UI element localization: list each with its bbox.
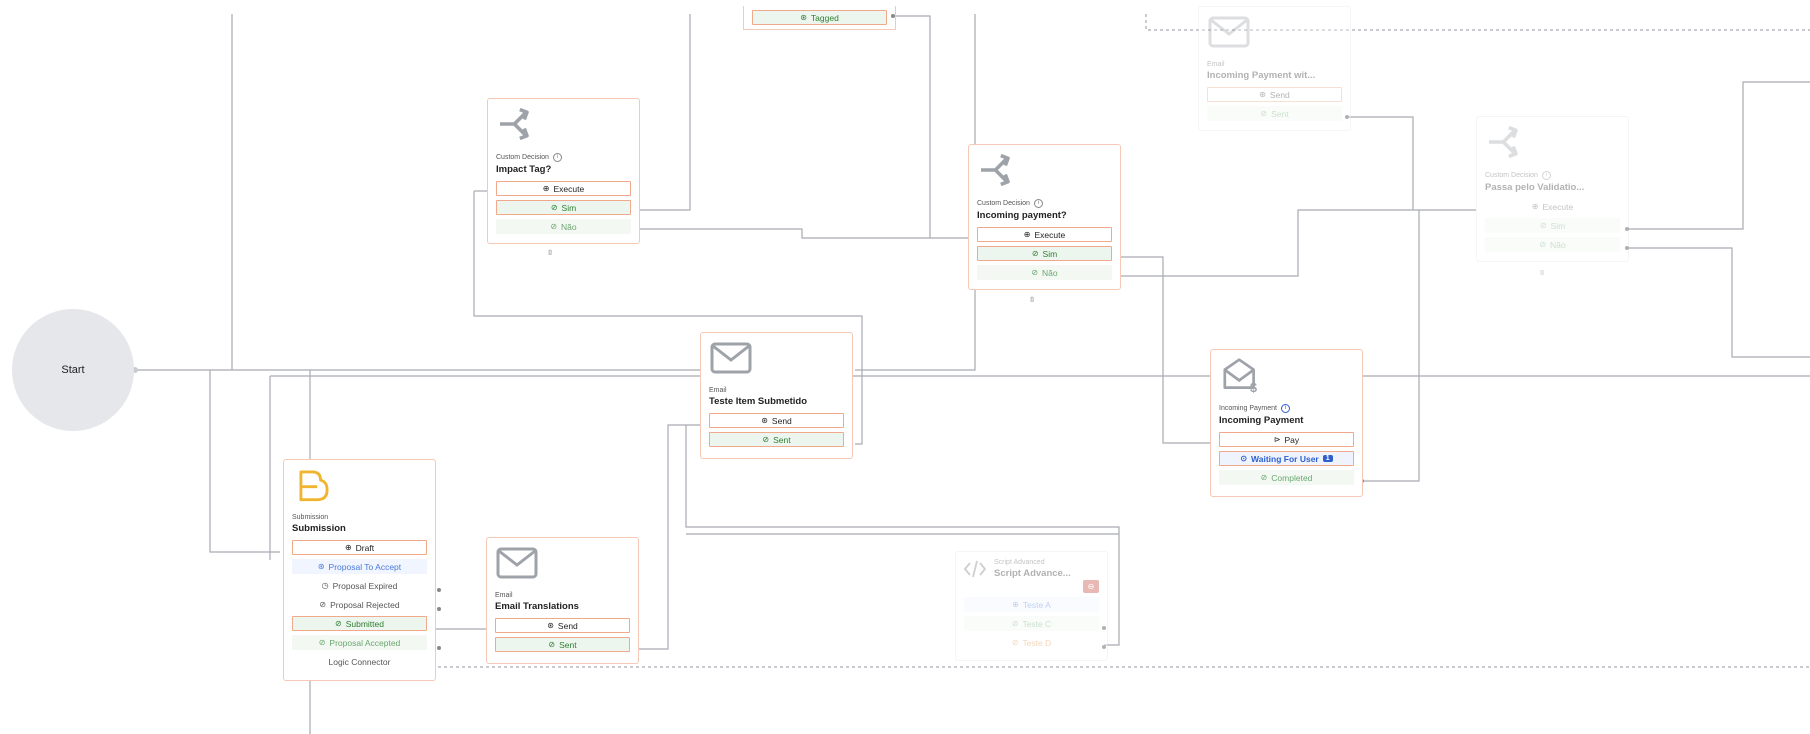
email-teste-item-node[interactable]: Email Teste Item Submetido ⊛Send ⊘Sent [700,332,853,459]
node-type: Email [1207,61,1225,68]
info-icon[interactable]: i [1280,404,1290,413]
email-incoming-payment-node[interactable]: Email Incoming Payment wit... ⊛Send ⊘Sen… [1198,6,1351,131]
teste-c-output[interactable]: ⊘Teste C [964,616,1099,631]
split-arrow-icon [500,107,529,141]
teste-d-output[interactable]: ⊘Teste D [1011,637,1052,648]
split-arrow-icon [1489,125,1518,159]
node-type: Script Advanced [994,559,1045,566]
collapse-icon[interactable]: ⌷ [548,250,553,257]
proposal-to-accept-output[interactable]: ⊛Proposal To Accept [292,559,427,574]
info-icon[interactable]: i [1541,171,1551,180]
envelope-icon [1208,16,1250,48]
node-name: Email Translations [495,601,579,612]
pay-input[interactable]: ⊳Pay [1219,432,1354,447]
proposal-accepted-output[interactable]: ⊘Proposal Accepted [292,635,427,650]
node-type: Submission [292,514,329,521]
node-name: Script Advance... [994,568,1071,579]
node-name: Impact Tag? [496,164,552,175]
start-node[interactable]: Start [12,309,134,431]
teste-a-output[interactable]: ⊕Teste A [964,597,1099,612]
proposal-expired-output[interactable]: ◷Proposal Expired [321,580,398,591]
node-type: Incoming Payment [1219,405,1277,412]
email-translations-node[interactable]: Email Email Translations ⊛Send ⊘Sent [486,537,639,664]
sim-output[interactable]: ⊘Sim [496,200,631,215]
node-name: Incoming Payment wit... [1207,70,1316,81]
logic-connector-output[interactable]: Logic Connector [328,656,391,667]
submission-blob-icon [299,470,329,502]
info-icon[interactable]: i [552,153,562,162]
sim-output[interactable]: ⊘Sim [977,246,1112,261]
sim-output[interactable]: ⊘Sim [1485,218,1620,233]
waiting-count-badge: 1 [1322,455,1333,462]
nao-output[interactable]: ⊘Não [1485,237,1620,252]
svg-text:$: $ [1250,381,1257,393]
node-name: Incoming payment? [977,210,1067,221]
send-input[interactable]: ⊛Send [1207,87,1342,102]
node-name: Teste Item Submetido [709,396,808,407]
node-name: Passa pelo Validatio... [1485,182,1585,193]
code-icon [964,560,986,578]
collapse-icon[interactable]: ⌷ [1030,297,1035,304]
collapse-icon[interactable]: ⌷ [1540,270,1545,277]
node-name: Submission [292,523,346,534]
node-type: Custom Decision [977,200,1030,207]
submission-node[interactable]: Submission Submission ⊕Draft ⊛Proposal T… [283,459,436,681]
node-name: Incoming Payment [1219,415,1304,426]
info-icon[interactable]: i [1033,199,1043,208]
tagged-node[interactable]: ⊛Tagged [743,6,896,30]
tagged-output[interactable]: ⊛Tagged [752,10,887,25]
proposal-rejected-output[interactable]: ⊘Proposal Rejected [319,599,400,610]
submitted-output[interactable]: ⊘Submitted [292,616,427,631]
nao-output[interactable]: ⊘Não [496,219,631,234]
completed-output[interactable]: ⊘Completed [1219,470,1354,485]
node-type: Email [709,387,727,394]
envelope-icon [496,547,538,579]
envelope-dollar-icon: $ [1223,358,1257,395]
sent-output[interactable]: ⊘Sent [709,432,844,447]
start-label: Start [61,364,85,376]
send-input[interactable]: ⊛Send [495,618,630,633]
node-type: Email [495,592,513,599]
send-input[interactable]: ⊛Send [709,413,844,428]
node-type: Custom Decision [496,154,549,161]
delete-icon[interactable]: ⊖ [1083,580,1099,593]
sent-output[interactable]: ⊘Sent [1207,106,1342,121]
script-advanced-node[interactable]: Script Advanced Script Advance... ⊖ ⊕Tes… [955,551,1108,661]
execute-input[interactable]: ⊕Execute [1531,201,1574,212]
execute-input[interactable]: ⊕Execute [496,181,631,196]
draft-input[interactable]: ⊕Draft [292,540,427,555]
nao-output[interactable]: ⊘Não [977,265,1112,280]
node-type: Custom Decision [1485,172,1538,179]
sent-output[interactable]: ⊘Sent [495,637,630,652]
envelope-icon [710,342,752,374]
execute-input[interactable]: ⊕Execute [977,227,1112,242]
split-arrow-icon [981,153,1010,187]
